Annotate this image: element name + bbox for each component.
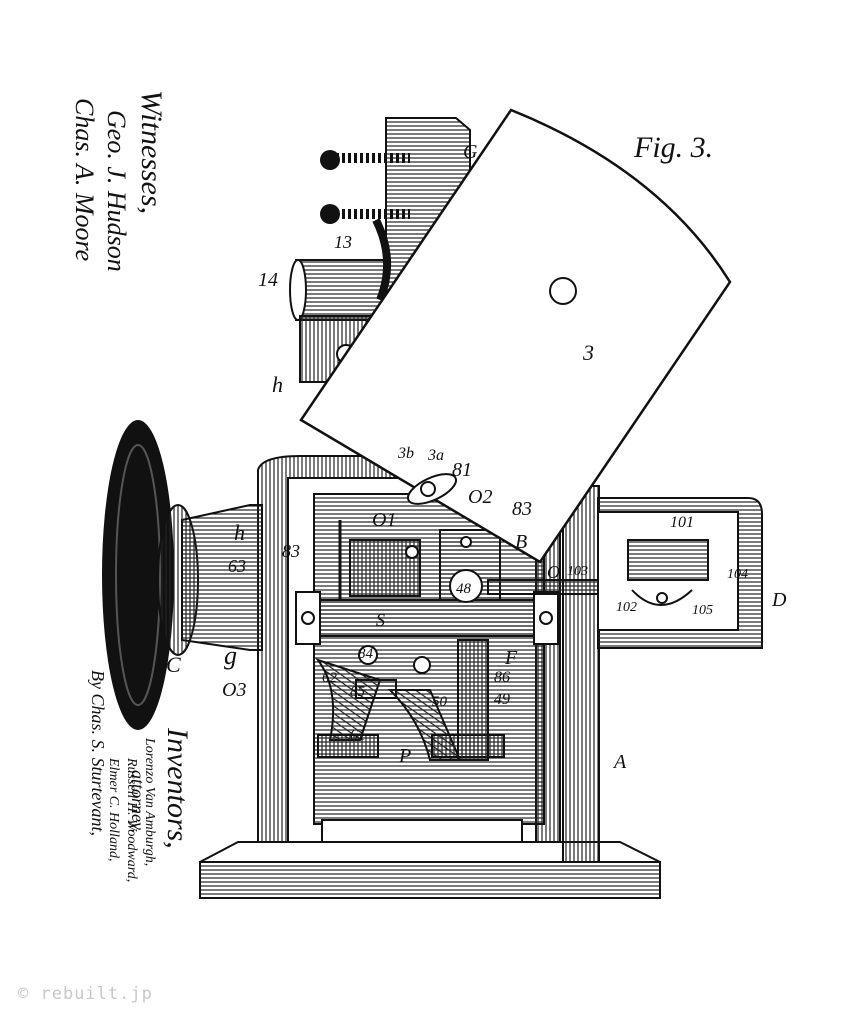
ref-104: 104 (727, 567, 748, 582)
attorney-title: attorney. (128, 770, 148, 834)
inventor-name-3: Elmer C. Holland, (106, 757, 121, 861)
watermark: © rebuilt.jp (18, 984, 153, 1004)
ref-86: 86 (494, 669, 510, 686)
ref-85: 85 (350, 684, 366, 700)
ref-D: D (771, 589, 787, 611)
ref-81: 81 (452, 459, 472, 481)
cutter-mechanism (338, 520, 599, 603)
inventor-name-2: Russell H. Woodward, (124, 757, 139, 882)
ref-61: 61 (350, 727, 366, 744)
ref-C: C (166, 652, 181, 677)
machine-base (199, 841, 661, 899)
ref-O: O (547, 562, 560, 582)
ref-h-mid: h (234, 520, 245, 545)
ref-G: G (463, 141, 478, 163)
ref-48: 48 (456, 581, 472, 597)
witnesses-block: Witnesses, Geo. J. Hudson Chas. A. Moore (70, 90, 168, 272)
ref-103: 103 (567, 564, 588, 579)
ref-62: 62 (322, 670, 338, 686)
ref-B: B (515, 531, 527, 553)
ref-101: 101 (670, 514, 694, 531)
ref-3a: 3a (427, 447, 444, 464)
ref-O1: O1 (372, 509, 396, 531)
ref-83-left: 83 (282, 541, 300, 561)
inventors-block: Inventors, Lorenzo Van Amburgh, Russell … (106, 727, 194, 882)
attorney-line: By Chas. S. Sturtevant, (88, 670, 108, 836)
ref-h-top: h (272, 372, 283, 397)
ref-102: 102 (616, 600, 637, 615)
right-housing (597, 497, 763, 649)
ref-S: S (376, 610, 385, 630)
inventors-heading: Inventors, (161, 727, 194, 849)
witnesses-heading: Witnesses, (135, 90, 168, 214)
ref-paper: 3 (582, 340, 594, 365)
reference-labels: 3 G 13 14 h h 3b 3a 81 O2 83 O1 B O 103 … (166, 141, 787, 773)
lower-levers (315, 639, 505, 761)
ref-3b: 3b (397, 445, 414, 462)
ref-105: 105 (692, 603, 713, 618)
ref-49: 49 (494, 691, 510, 708)
ref-13: 13 (334, 232, 352, 252)
ref-A: A (612, 751, 627, 773)
ref-P: P (398, 745, 411, 767)
paper-sheet (299, 108, 732, 564)
figure-title: Fig. 3. (633, 131, 713, 164)
ref-F: F (504, 647, 518, 669)
ref-50: 50 (432, 694, 448, 710)
witness-signature-1: Geo. J. Hudson (102, 110, 131, 272)
ref-84: 84 (358, 646, 374, 662)
inventor-name-1: Lorenzo Van Amburgh, (142, 737, 157, 866)
main-shaft (295, 591, 559, 645)
ref-83-top: 83 (512, 498, 532, 520)
ref-14: 14 (258, 269, 278, 291)
handwheel (102, 420, 263, 730)
ref-g: g (224, 641, 237, 670)
ref-63: 63 (228, 556, 246, 576)
ref-O2: O2 (468, 486, 492, 508)
right-column (562, 485, 600, 863)
ref-O3: O3 (222, 679, 246, 701)
attorney-block: By Chas. S. Sturtevant, attorney. (88, 670, 148, 836)
witness-signature-2: Chas. A. Moore (70, 98, 99, 261)
